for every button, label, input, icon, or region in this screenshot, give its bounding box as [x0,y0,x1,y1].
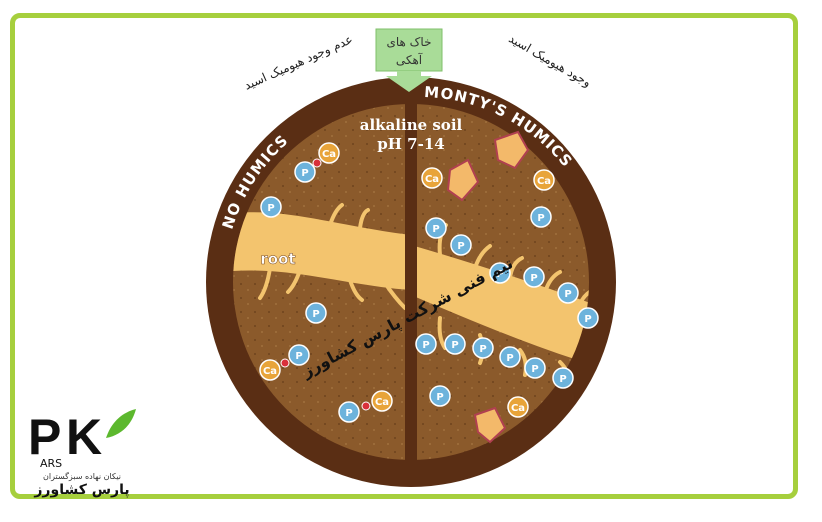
phosphorus-label: P [345,408,352,419]
phosphorus-label: P [451,340,458,351]
calcium-label: Ca [375,397,389,408]
phosphorus-label: P [457,241,464,252]
phosphorus-label: P [479,344,486,355]
calcium-label: Ca [263,366,277,377]
logo-ars: ARS [40,457,62,470]
phosphorus-particle [415,333,437,355]
calcium-particle [421,167,443,189]
phosphorus-particle [338,401,360,423]
phosphorus-particle [523,266,545,288]
left-persian-caption: عدم وجود هیومیک اسید [242,32,355,93]
phosphorus-particle [288,344,310,366]
phosphorus-label: P [312,309,319,320]
phosphorus-label: P [506,353,513,364]
logo-mark: P K ARS [28,409,136,470]
phosphorus-label: P [295,351,302,362]
phosphorus-particle [557,282,579,304]
phosphorus-label: P [301,168,308,179]
calcium-label: Ca [537,176,551,187]
phosphorus-particle [450,234,472,256]
plus-icon [361,401,371,411]
calcium-label: Ca [322,149,336,160]
logo-name: پارس کشاورز [34,482,130,498]
leaf-icon [106,409,136,438]
phosphorus-particle [489,262,511,284]
calcium-particle [259,359,281,381]
alkaline-soil-callout: خاک های آهکی [375,28,443,92]
logo: P K ARS نیکان نهاده سبزگستران پارس کشاور… [26,408,138,498]
phosphorus-label: P [436,392,443,403]
soil-type-label: alkaline soil [360,116,463,134]
humic-crystals [446,130,530,444]
calcium-particle [507,396,529,418]
phosphorus-particle [444,333,466,355]
phosphorus-particle [499,346,521,368]
phosphorus-label: P [564,289,571,300]
phosphorus-particle [524,357,546,379]
phosphorus-label: P [530,273,537,284]
phosphorus-label: P [559,374,566,385]
phosphorus-label: P [584,314,591,325]
logo-tagline: نیکان نهاده سبزگستران [43,472,121,481]
phosphorus-particle [552,367,574,389]
phosphorus-particle [577,307,599,329]
calcium-particle [371,390,393,412]
callout-line2: آهکی [396,52,423,67]
phosphorus-particle [260,196,282,218]
calcium-particle [318,142,340,164]
phosphorus-particle [472,337,494,359]
calcium-label: Ca [511,403,525,414]
plus-icon [280,358,290,368]
root-label: root [260,250,295,268]
phosphorus-label: P [537,213,544,224]
phosphorus-particle [305,302,327,324]
phosphorus-label: P [496,269,503,280]
callout-line1: خاک های [386,35,431,49]
calcium-label: Ca [425,174,439,185]
phosphorus-particle [429,385,451,407]
ph-label: pH 7-14 [377,135,444,153]
plus-icon [312,158,322,168]
phosphorus-particle [425,217,447,239]
phosphorus-label: P [267,203,274,214]
right-persian-caption: وجود هیومیک اسید [506,31,594,90]
phosphorus-particle [530,206,552,228]
divider [405,80,417,465]
phosphorus-label: P [432,224,439,235]
frame-border [10,13,798,499]
phosphorus-label: P [422,340,429,351]
phosphorus-label: P [531,364,538,375]
logo-letter-k: K [66,409,102,465]
calcium-particle [533,169,555,191]
phosphorus-particle [294,161,316,183]
logo-letter-p: P [28,409,61,465]
